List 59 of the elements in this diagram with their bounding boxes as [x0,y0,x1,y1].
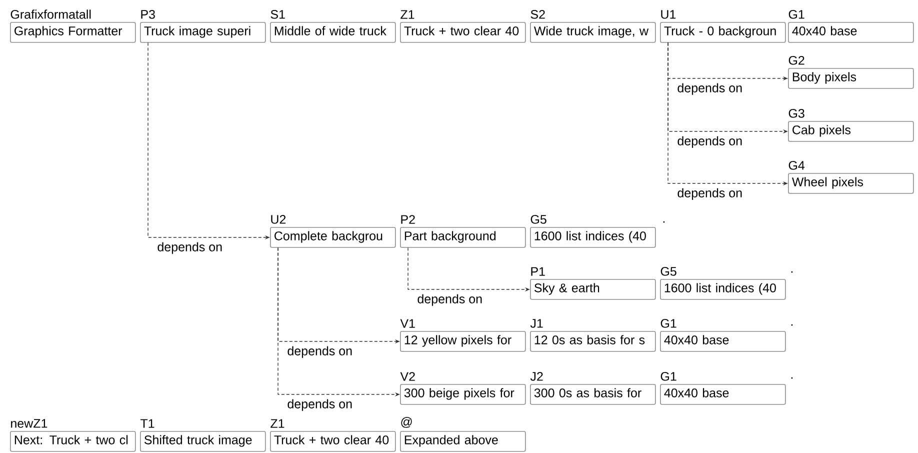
edge-label: depends on [676,82,744,96]
note-text: . [791,377,793,379]
field-label: Grafixformatall [10,10,91,19]
field-label: P2 [401,215,415,224]
text-field: Sky & earth [530,279,656,300]
field-label: J1 [530,319,543,328]
edge-label: depends on [286,345,354,359]
text-field: Wide truck image, w [530,22,656,43]
field-label: T1 [140,419,154,428]
field-label: G5 [530,214,546,224]
field-label: P1 [531,267,545,276]
text-field: 12 yellow pixels for [400,331,526,352]
field-label: S1 [270,10,285,19]
field-label: newZ1 [11,419,48,428]
text-field: 40x40 base [788,22,914,43]
text-field: Truck + two clear 40 [400,22,526,43]
field-label: @ [401,417,412,428]
text-field: 40x40 base [660,331,786,352]
field-label: J2 [530,372,543,381]
field-label: G4 [788,160,805,170]
text-field: Graphics Formatter [10,22,136,43]
text-field: Truck - 0 backgroun [660,22,786,43]
field-label: S2 [530,10,545,19]
field-label: G1 [660,372,676,381]
note-text: . [791,324,793,326]
edge-label: depends on [676,135,744,149]
text-field: 300 beige pixels for [400,384,526,405]
edge-label: depends on [416,293,484,307]
text-field: 12 0s as basis for s [530,331,656,352]
text-field: Middle of wide truck [270,22,396,43]
field-label: G1 [788,10,804,19]
field-label: G2 [788,56,804,65]
edge-label: depends on [156,241,224,255]
text-field: Expanded above [400,431,526,452]
field-label: G3 [788,108,804,118]
text-field: 1600 list indices (40 [660,279,786,300]
field-label: Z1 [270,419,284,428]
text-field: 300 0s as basis for [530,384,656,405]
text-field: Wheel pixels [788,173,914,194]
text-field: 1600 list indices (40 [530,227,656,248]
field-label: P3 [141,10,155,19]
field-label: G1 [660,318,676,328]
field-label: Z1 [400,10,414,19]
field-label: V2 [400,372,415,381]
text-field: Complete backgrou [270,227,396,248]
field-label: U1 [661,10,676,19]
field-label: V1 [400,319,415,328]
edge-label: depends on [286,398,354,412]
text-field: Next: Truck + two cl [10,431,136,452]
text-field: Cab pixels [788,121,914,142]
text-field: Truck + two clear 40 [270,431,396,452]
text-field: Part background [400,227,526,248]
text-field: Truck image superi [140,22,266,43]
text-field: Body pixels [788,68,914,89]
text-field: 40x40 base [660,384,786,405]
text-field: Shifted truck image [140,431,266,452]
field-label: U2 [271,214,286,224]
edge-label: depends on [676,187,744,201]
field-label: G5 [660,266,676,276]
